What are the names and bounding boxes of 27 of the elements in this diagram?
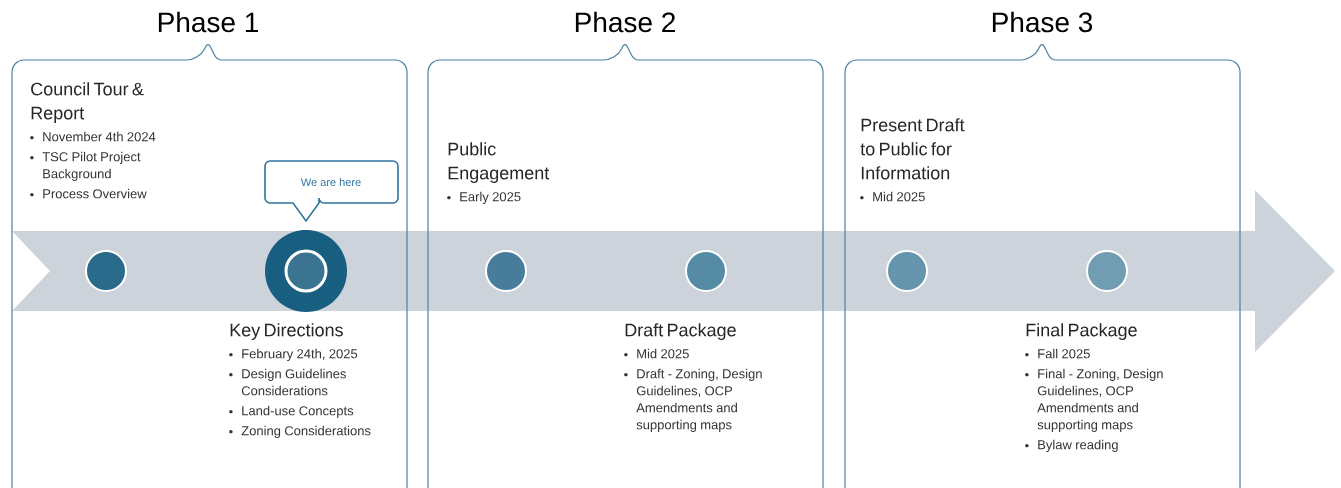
bullet-item: Draft - Zoning, Design Guidelines, OCP Amendments and supporting maps — [624, 368, 762, 432]
milestone-title: Present Draft to Public for Information — [860, 118, 965, 180]
bullet-item: November 4th 2024 — [30, 131, 156, 142]
milestone-title: Final Package — [1026, 323, 1137, 340]
bullet-item: Land-use Concepts — [229, 405, 354, 418]
milestone-dot — [485, 250, 527, 292]
bullet-item: Zoning Considerations — [229, 425, 371, 438]
speech-bubble: We are here — [264, 160, 399, 222]
milestone-title: Public Engagement — [448, 142, 550, 183]
bullet-item: Mid 2025 — [624, 348, 689, 359]
bullet-item: Design Guidelines Considerations — [229, 368, 346, 396]
milestone-dot — [886, 250, 928, 292]
bullet-item: TSC Pilot Project Background — [30, 151, 141, 181]
bullet-item: February 24th, 2025 — [229, 348, 358, 361]
milestone-dot — [85, 250, 127, 292]
milestone-title: Draft Package — [625, 323, 736, 340]
milestone-dot — [685, 250, 727, 292]
bullet-item: Fall 2025 — [1025, 348, 1090, 359]
current-milestone-marker — [265, 230, 347, 312]
bullet-item: Early 2025 — [447, 191, 521, 204]
milestone-title: Council Tour & Report — [31, 82, 144, 123]
milestone-title: Key Directions — [230, 323, 343, 340]
bullet-item: Process Overview — [30, 188, 147, 199]
bullet-item: Mid 2025 — [860, 191, 925, 202]
bullet-item: Final - Zoning, Design Guidelines, OCP Amendments and supporting maps — [1025, 368, 1163, 432]
bullet-item: Bylaw reading — [1025, 439, 1118, 452]
milestone-dot — [1086, 250, 1128, 292]
